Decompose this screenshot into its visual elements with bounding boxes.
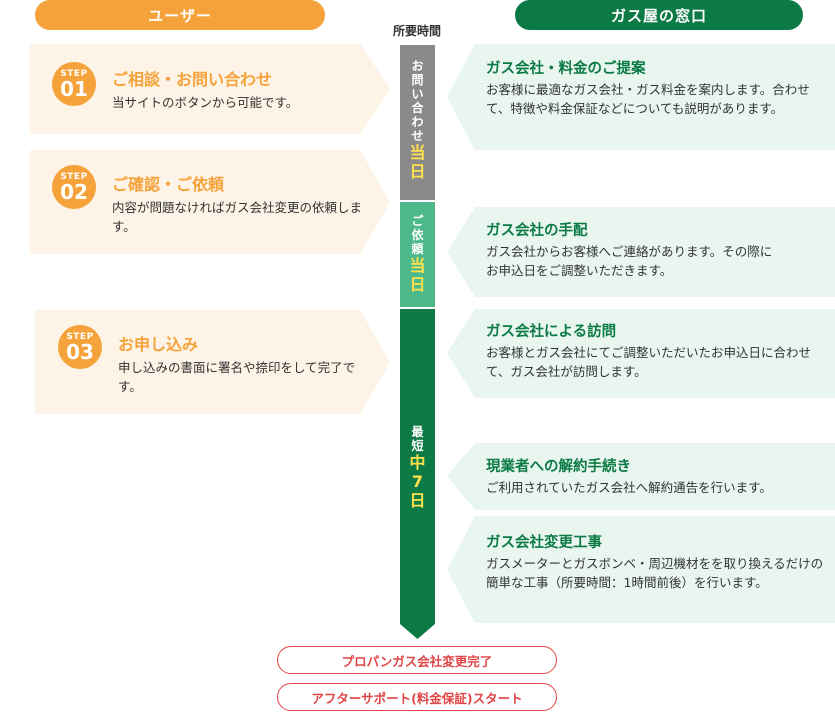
user-steps	[0, 0, 400, 420]
shop-step-3-desc: お客様とガス会社にてご調整いただいたお申込日に合わせて、ガス会社が訪問します。	[486, 345, 812, 379]
timeline-label: ご依頼 当日	[400, 214, 435, 294]
shop-step-1-box	[447, 44, 835, 150]
shop-step-2-desc: ガス会社からお客様へご連絡があります。その際にお申込日をご調整いただきます。	[486, 244, 773, 278]
shop-step-2-title: ガス会社の手配	[486, 223, 588, 239]
step-03-box	[35, 310, 390, 414]
step-badge-word: STEP	[66, 332, 94, 342]
completion-gas-change: プロパンガス会社変更完了	[277, 646, 557, 674]
timeline-text: ご依頼	[411, 214, 424, 256]
step-badge-number: 01	[60, 77, 88, 101]
shop-step-1-desc: お客様に最適なガス会社・ガス料金を案内します。合わせて、特徴や料金保証などについ…	[486, 82, 810, 116]
required-time-label: 所要時間	[392, 24, 441, 38]
step-badge-word: STEP	[60, 69, 88, 79]
shop-column-header: ガス屋の窓口	[515, 0, 803, 30]
shop-step-1-title: ガス会社・料金のご提案	[486, 61, 646, 77]
step-badge-number: 02	[60, 180, 88, 204]
timeline-highlight: 当日	[409, 256, 426, 294]
step-02-desc: 内容が問題なければガス会社変更の依頼します。	[112, 200, 363, 234]
step-badge-word: STEP	[60, 172, 88, 182]
shop-step-3-title: ガス会社による訪問	[486, 324, 617, 340]
step-02-badge: STEP 02	[52, 165, 96, 209]
shop-step-5-box	[447, 516, 835, 623]
shop-step-5-title: ガス会社変更工事	[486, 535, 602, 551]
step-03-badge: STEP 03	[58, 325, 102, 369]
step-badge-number: 03	[66, 340, 94, 364]
shop-step-2-box	[447, 207, 835, 297]
step-02-title: ご確認・ご依頼	[112, 175, 225, 194]
timeline-arrow	[400, 309, 435, 639]
shop-step-4-title: 現業者への解約手続き	[486, 459, 631, 475]
shop-steps-backgrounds	[447, 44, 835, 623]
step-01-desc: 当サイトのボタンから可能です。	[112, 95, 299, 110]
step-03-desc: 申し込みの書面に署名や捺印をして完了です。	[118, 360, 356, 394]
timeline-segment-inquiry: お問い合わせ 当日	[400, 45, 435, 200]
step-01-title: ご相談・お問い合わせ	[112, 70, 273, 89]
timeline-label: お問い合わせ 当日	[400, 59, 435, 181]
shop-step-4-desc: ご利用されていたガス会社へ解約通告を行います。	[486, 480, 772, 495]
timeline-text: お問い合わせ	[411, 59, 424, 143]
timeline-text: 最短	[411, 425, 424, 453]
step-02-box	[30, 150, 390, 254]
user-column-header: ユーザー	[35, 0, 325, 30]
shop-step-5-desc: ガスメーターとガスボンベ・周辺機材をを取り換えるだけの簡単な工事（所要時間：1時…	[486, 556, 824, 590]
timeline-segment-request: ご依頼 当日	[400, 202, 435, 307]
step-01-box	[30, 44, 390, 134]
completion-after-support: アフターサポート(料金保証)スタート	[277, 683, 557, 711]
shop-step-3-box	[447, 309, 835, 398]
step-03-title: お申し込み	[118, 335, 199, 354]
user-steps-backgrounds	[30, 44, 390, 414]
shop-step-4-box	[447, 443, 835, 510]
timeline-highlight: 当日	[409, 143, 426, 181]
step-01-badge: STEP 01	[52, 62, 96, 106]
